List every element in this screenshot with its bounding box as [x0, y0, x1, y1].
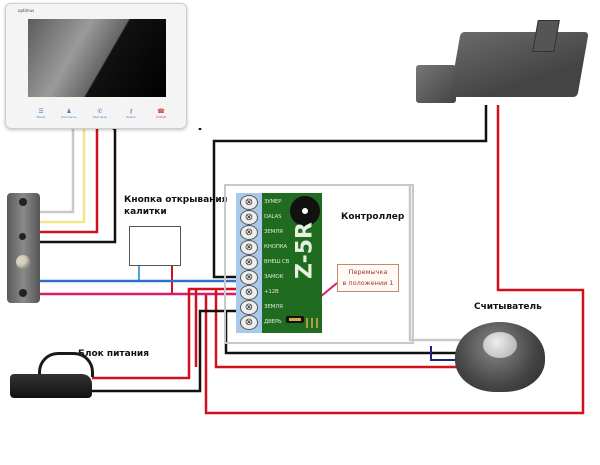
- wire-grey-dalas-reader: [408, 184, 462, 342]
- screw-icon: [19, 289, 27, 297]
- terminal-label-ext-led: ВНЕШ СВ: [264, 259, 290, 265]
- person-icon: ♟: [66, 108, 72, 115]
- wire-red-12v-reader2: [214, 289, 462, 369]
- wire-black-ground-reader: [224, 311, 462, 355]
- terminal-label-buzzer: ЗУМЕР: [264, 199, 282, 205]
- buzzer-icon: [290, 196, 320, 226]
- card-reader: [455, 322, 545, 392]
- power-supply-cable: [38, 352, 94, 377]
- video-monitor: optimus ☰ Меню ♟ Контакты ✆ Разговор ⚷ З…: [5, 3, 187, 129]
- terminal-screw: ⊗: [240, 285, 258, 300]
- gate-button-box: [129, 226, 181, 266]
- wire-red-12v-bundle: [92, 287, 236, 380]
- controller-label: Контроллер: [341, 212, 405, 222]
- terminal-screw: ⊗: [240, 225, 258, 240]
- handset-icon: ✆: [97, 108, 103, 115]
- terminal-label-button: КНОПКА: [264, 244, 287, 250]
- lock-strike-plate: [416, 65, 456, 103]
- monitor-screen: [28, 19, 166, 97]
- monitor-button-contacts[interactable]: ♟ Контакты: [61, 108, 77, 119]
- terminal-screw: ⊗: [240, 300, 258, 315]
- terminal-screw: ⊗: [240, 315, 258, 330]
- terminal-screw: ⊗: [240, 240, 258, 255]
- pin-header: [306, 318, 320, 328]
- jumper-note-line1: Перемычка: [348, 268, 388, 276]
- wire-red-lock-to-reader: [204, 105, 585, 415]
- call-button: [16, 255, 30, 269]
- jumper-callout: Перемычка в положении 1: [337, 264, 399, 292]
- controller-model: Z-5R: [292, 222, 318, 279]
- call-panel: [7, 193, 40, 303]
- monitor-brand: optimus: [18, 8, 35, 13]
- terminal-label-dalas: DALAS: [264, 214, 282, 220]
- gate-button-label-line1: Кнопка открывания: [124, 195, 228, 205]
- screw-icon: [19, 198, 27, 206]
- monitor-button-talk[interactable]: ✆ Разговор: [92, 108, 108, 119]
- electric-lock: [449, 20, 589, 97]
- terminal-screw: ⊗: [240, 210, 258, 225]
- terminal-label-door: ДВЕРЬ: [264, 319, 282, 325]
- terminal-label-lock: ЗАМОК: [264, 274, 284, 280]
- jumper-icon: [286, 316, 304, 323]
- wire-black-panel-monitor: [40, 128, 117, 244]
- key-icon: ⚷: [128, 108, 134, 115]
- terminal-label-ground2: ЗЕМЛЯ: [264, 304, 283, 310]
- monitor-button-lock[interactable]: ⚷ Замок: [123, 108, 139, 119]
- reader-cap: [483, 332, 517, 358]
- power-supply-label: Блок питания: [78, 349, 149, 359]
- wire-navy-reader-lead: [430, 346, 460, 361]
- controller-frame: [224, 184, 414, 344]
- monitor-button-menu[interactable]: ☰ Меню: [33, 108, 49, 119]
- terminal-label-12v: +12В: [264, 289, 279, 295]
- terminal-screw: ⊗: [240, 255, 258, 270]
- menu-icon: ☰: [38, 108, 44, 115]
- terminal-screw: ⊗: [240, 195, 258, 210]
- reader-label: Считыватель: [474, 302, 542, 312]
- camera-icon: [19, 233, 26, 240]
- wire-yellow-panel-monitor: [40, 128, 86, 224]
- terminal-screw: ⊗: [240, 270, 258, 285]
- jumper-note-line2: в положении 1: [342, 279, 394, 287]
- terminal-label-ground: ЗЕМЛЯ: [264, 229, 283, 235]
- lock-cylinder-icon: [532, 20, 560, 52]
- gate-button-label: Кнопка открывания калитки: [124, 194, 227, 218]
- power-supply-unit: [10, 374, 92, 398]
- wire-black-ground-psu: [92, 309, 236, 393]
- wire-red-panel-monitor: [40, 128, 99, 234]
- hangup-icon: ☎: [157, 108, 165, 115]
- wire-black-controller-lock: [212, 105, 488, 279]
- monitor-button-hangup[interactable]: ☎ Отбой: [153, 108, 169, 119]
- gate-button-label-line2: калитки: [124, 207, 167, 217]
- wire-grey-panel-monitor: [40, 128, 75, 214]
